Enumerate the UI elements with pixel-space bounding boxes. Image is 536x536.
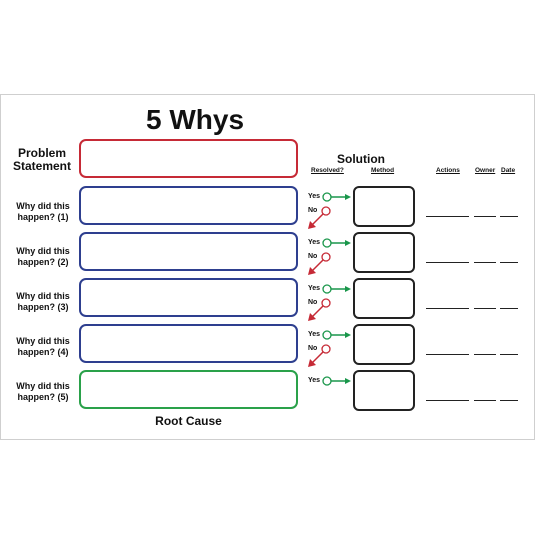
why-label-5: Why did this happen? (5) <box>16 381 70 402</box>
why-box-4[interactable] <box>79 324 298 363</box>
no-arrow-icon-2[interactable] <box>306 252 332 276</box>
whiteboard-frame <box>0 94 535 440</box>
why-box-3[interactable] <box>79 278 298 317</box>
method-box-4[interactable] <box>353 324 415 365</box>
date-line-1[interactable] <box>500 216 518 217</box>
yes-label-2: Yes <box>308 239 321 246</box>
page-title: 5 Whys <box>145 104 245 135</box>
why-box-2[interactable] <box>79 232 298 271</box>
actions-line-3[interactable] <box>426 308 469 309</box>
yes-label-1: Yes <box>308 193 321 200</box>
yes-label-3: Yes <box>308 285 321 292</box>
no-label-3: No <box>308 299 318 306</box>
owner-line-4[interactable] <box>474 354 496 355</box>
method-column-header: Method <box>371 167 395 174</box>
date-line-3[interactable] <box>500 308 518 309</box>
why-label-1: Why did this happen? (1) <box>16 201 70 222</box>
method-box-5[interactable] <box>353 370 415 411</box>
actions-column-header: Actions <box>436 167 460 174</box>
why-label-2: Why did this happen? (2) <box>16 246 70 267</box>
date-line-4[interactable] <box>500 354 518 355</box>
problem-statement-label: Problem Statement <box>12 146 71 173</box>
no-arrow-icon-4[interactable] <box>306 344 332 368</box>
method-box-2[interactable] <box>353 232 415 273</box>
date-line-5[interactable] <box>500 400 518 401</box>
actions-line-5[interactable] <box>426 400 469 401</box>
no-label-1: No <box>308 207 318 214</box>
method-box-3[interactable] <box>353 278 415 319</box>
why-box-1[interactable] <box>79 186 298 225</box>
why-label-4: Why did this happen? (4) <box>16 336 70 357</box>
yes-arrow-icon-5[interactable] <box>322 376 352 388</box>
owner-line-3[interactable] <box>474 308 496 309</box>
actions-line-1[interactable] <box>426 216 469 217</box>
why-box-5-root[interactable] <box>79 370 298 409</box>
owner-line-1[interactable] <box>474 216 496 217</box>
why-label-3: Why did this happen? (3) <box>16 291 70 312</box>
no-arrow-icon-3[interactable] <box>306 298 332 322</box>
owner-line-5[interactable] <box>474 400 496 401</box>
yes-label-5: Yes <box>308 377 321 384</box>
problem-statement-box[interactable] <box>79 139 298 178</box>
no-label-2: No <box>308 253 318 260</box>
actions-line-2[interactable] <box>426 262 469 263</box>
yes-arrow-icon-2[interactable] <box>322 238 352 250</box>
root-cause-label: Root Cause <box>155 414 222 428</box>
yes-arrow-icon-3[interactable] <box>322 284 352 296</box>
actions-line-4[interactable] <box>426 354 469 355</box>
resolved-column-header: Resolved? <box>311 167 344 174</box>
date-column-header: Date <box>501 167 516 174</box>
no-arrow-icon-1[interactable] <box>306 206 332 230</box>
owner-column-header: Owner <box>475 167 496 174</box>
solution-heading: Solution <box>337 152 385 166</box>
yes-arrow-icon-1[interactable] <box>322 192 352 204</box>
method-box-1[interactable] <box>353 186 415 227</box>
date-line-2[interactable] <box>500 262 518 263</box>
yes-label-4: Yes <box>308 331 321 338</box>
yes-arrow-icon-4[interactable] <box>322 330 352 342</box>
no-label-4: No <box>308 345 318 352</box>
owner-line-2[interactable] <box>474 262 496 263</box>
